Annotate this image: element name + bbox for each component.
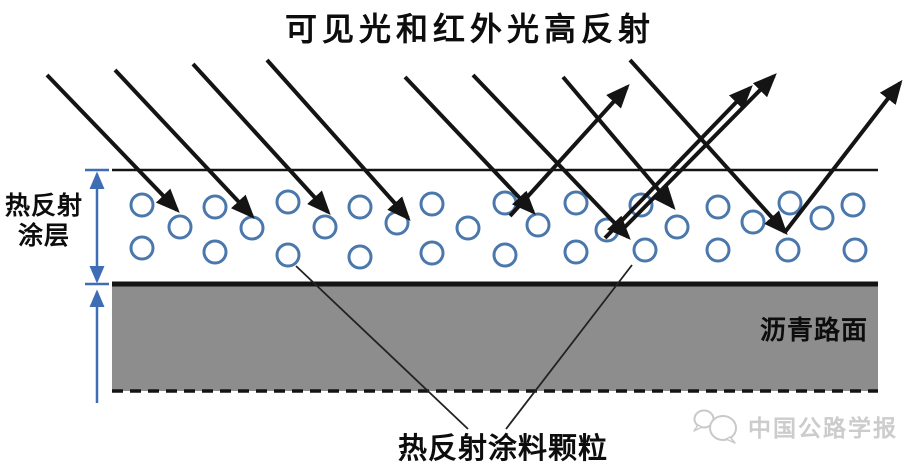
particle-circle [129, 235, 155, 261]
particle-circle [664, 214, 690, 240]
particle-circle [347, 194, 373, 220]
particle-circle [628, 192, 654, 218]
asphalt-layer [112, 284, 878, 391]
particles-caption: 热反射涂料颗粒 [397, 433, 608, 463]
particle-circle [840, 192, 866, 218]
coating-label-line1: 热反射 [4, 192, 83, 220]
incident-ray [471, 73, 631, 240]
particle-circle [777, 190, 803, 216]
reflected-ray [603, 85, 753, 240]
incident-ray [403, 75, 536, 215]
particle-circle [563, 190, 589, 216]
reflected-ray [783, 79, 903, 234]
particle-circle [563, 239, 589, 265]
particle-circle [419, 240, 445, 266]
particle-circle [775, 237, 801, 263]
coating-label-line2: 涂层 [17, 222, 70, 250]
coating-layer-label: 热反射 涂层 [0, 191, 88, 251]
incident-ray [45, 73, 180, 213]
particle-circle [632, 237, 658, 263]
leader-line [295, 265, 469, 430]
particle-circle [347, 244, 373, 270]
figure-title: 可见光和红外光高反射 [284, 11, 655, 47]
particle-circle [705, 194, 731, 220]
incident-ray [265, 58, 411, 221]
reflected-ray [618, 73, 777, 234]
incident-ray [191, 62, 331, 215]
particle-circle [740, 209, 766, 235]
particle-circle [275, 189, 301, 215]
particle-circle [455, 215, 481, 241]
leader-line [505, 264, 633, 430]
incident-ray [113, 68, 255, 219]
particle-circle [167, 214, 193, 240]
particle-circle [202, 194, 228, 220]
watermark-text: 中国公路学报 [748, 415, 898, 441]
particle-circle [312, 214, 338, 240]
particle-circle [275, 242, 301, 268]
particle-circle [419, 191, 445, 217]
wechat-icon [693, 409, 737, 444]
particle-circle [842, 237, 868, 263]
particle-circle [202, 239, 228, 265]
particle-circle [492, 242, 518, 268]
asphalt-pavement-label: 沥青路面 [760, 315, 869, 345]
particle-circle [809, 205, 835, 231]
reflected-ray [508, 84, 630, 218]
particle-circle [705, 237, 731, 263]
watermark: 中国公路学报 [690, 406, 898, 446]
particle-circle [239, 215, 265, 241]
particle-circle [525, 212, 551, 238]
particle-circle [129, 192, 155, 218]
